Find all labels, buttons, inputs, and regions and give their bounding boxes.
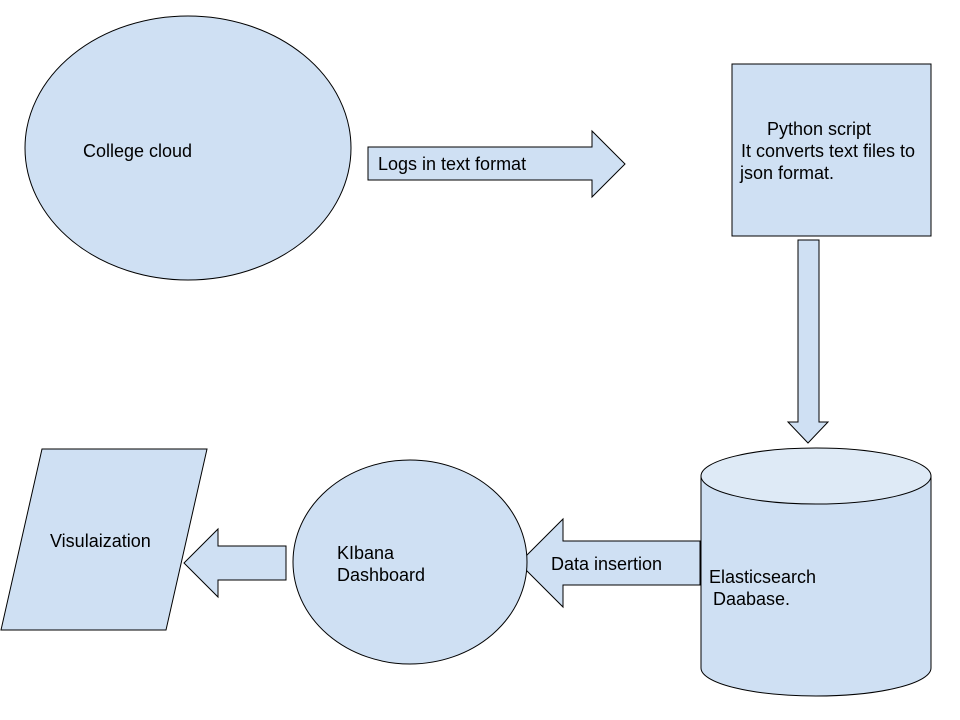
visualization-node: Visulaization: [0, 448, 208, 631]
python-script-node: Python script It converts text files to …: [731, 63, 932, 237]
college-cloud-shape: [24, 15, 352, 281]
logs-arrow-label: Logs in text format: [378, 154, 526, 174]
python-script-line-3: json format.: [739, 163, 834, 183]
kibana-node: KIbana Dashboard: [292, 459, 528, 665]
data-insertion-label: Data insertion: [551, 554, 662, 574]
elasticsearch-line-1: Elasticsearch: [709, 567, 816, 587]
college-cloud-label: College cloud: [83, 141, 192, 161]
to-database-arrow: [786, 239, 830, 444]
data-insertion-arrow-shape: [518, 517, 701, 609]
college-cloud-node: College cloud: [24, 15, 352, 281]
python-script-line-1: Python script: [767, 119, 871, 139]
logs-arrow-shape: [367, 129, 626, 199]
python-script-shape: [731, 63, 932, 237]
kibana-line-1: KIbana: [337, 543, 395, 563]
elasticsearch-top: [700, 447, 932, 505]
to-database-arrow-shape: [786, 239, 830, 444]
visualization-label: Visulaization: [50, 531, 151, 551]
elasticsearch-body: [700, 475, 932, 697]
logs-arrow: Logs in text format: [367, 129, 626, 199]
elasticsearch-node: Elasticsearch Daabase.: [700, 447, 932, 697]
python-script-line-2: It converts text files to: [741, 141, 915, 161]
data-insertion-arrow: Data insertion: [518, 517, 701, 609]
to-visualization-arrow-shape: [183, 527, 287, 599]
elasticsearch-line-2: Daabase.: [713, 589, 790, 609]
kibana-shape: [292, 459, 528, 665]
visualization-shape: [0, 448, 208, 631]
kibana-line-2: Dashboard: [337, 565, 425, 585]
to-visualization-arrow: [183, 527, 287, 599]
